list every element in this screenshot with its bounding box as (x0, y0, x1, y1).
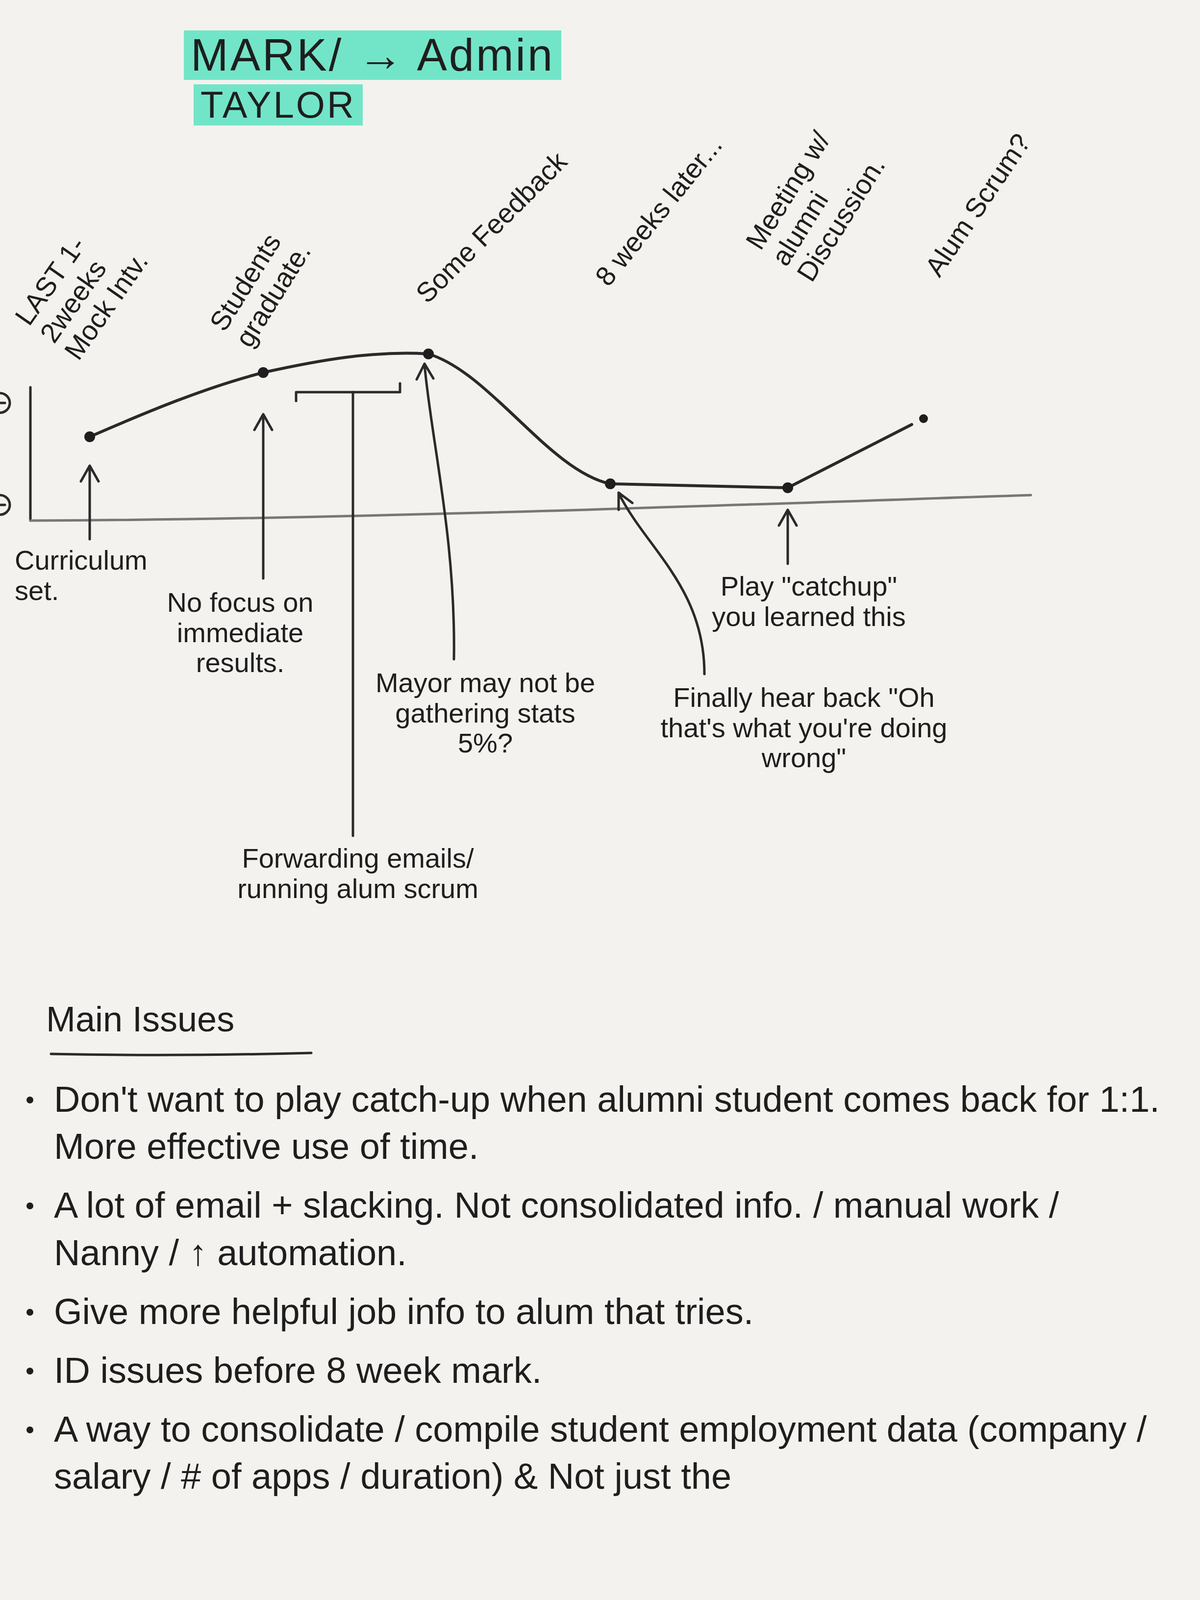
note: Forwarding emails/ running alum scrum (230, 843, 486, 904)
experience-curve (89, 353, 912, 488)
title: MARK/ → Admin (183, 30, 562, 80)
curve-points (84, 348, 928, 494)
stage-label: Alum Scrum? (919, 128, 1037, 282)
heading-underline (50, 1052, 312, 1055)
plus-marker (0, 393, 10, 413)
issue-item: Give more helpful job info to alum that … (53, 1288, 1162, 1336)
leader-line (351, 392, 355, 836)
arrow (778, 509, 797, 564)
bullet-dot (26, 1426, 34, 1434)
issue-item: A way to consolidate / compile student e… (53, 1405, 1162, 1500)
arrow (254, 414, 273, 579)
stage-label: LAST 1-2weeks Mock Intv. (9, 180, 177, 365)
section-heading: Main Issues (46, 1000, 235, 1039)
arrow (618, 492, 705, 675)
bullet-dot (26, 1202, 34, 1210)
x-axis (30, 495, 1031, 521)
bullet-dot (26, 1096, 34, 1104)
note: Curriculum set. (14, 545, 148, 606)
issue-item: ID issues before 8 week mark. (53, 1347, 1162, 1395)
minus-marker (0, 503, 5, 507)
stage-label: 8 weeks later... (589, 130, 728, 292)
stage-label: Some Feedback (409, 146, 573, 309)
note: Finally hear back "Oh that's what you're… (651, 682, 956, 774)
issue-item: A lot of email + slacking. Not consolida… (53, 1181, 1162, 1276)
stage-label: Meeting w/ alumni Discussion. (739, 101, 903, 287)
bracket (296, 383, 400, 401)
minus-marker (0, 495, 10, 515)
arrow (80, 465, 99, 540)
bullet-dot (26, 1367, 34, 1375)
subtitle: TAYLOR (193, 84, 363, 126)
stage-label: Students graduate. (203, 195, 333, 352)
bullet-dot (26, 1308, 34, 1316)
issue-item: Don't want to play catch-up when alumni … (53, 1075, 1162, 1171)
arrow (416, 363, 454, 660)
note: Play "catchup" you learned this (705, 571, 912, 632)
note: No focus on immediate results. (142, 587, 339, 678)
y-axis (29, 387, 32, 521)
plus-marker (0, 401, 5, 405)
note: Mayor may not be gathering stats 5%? (372, 667, 599, 759)
